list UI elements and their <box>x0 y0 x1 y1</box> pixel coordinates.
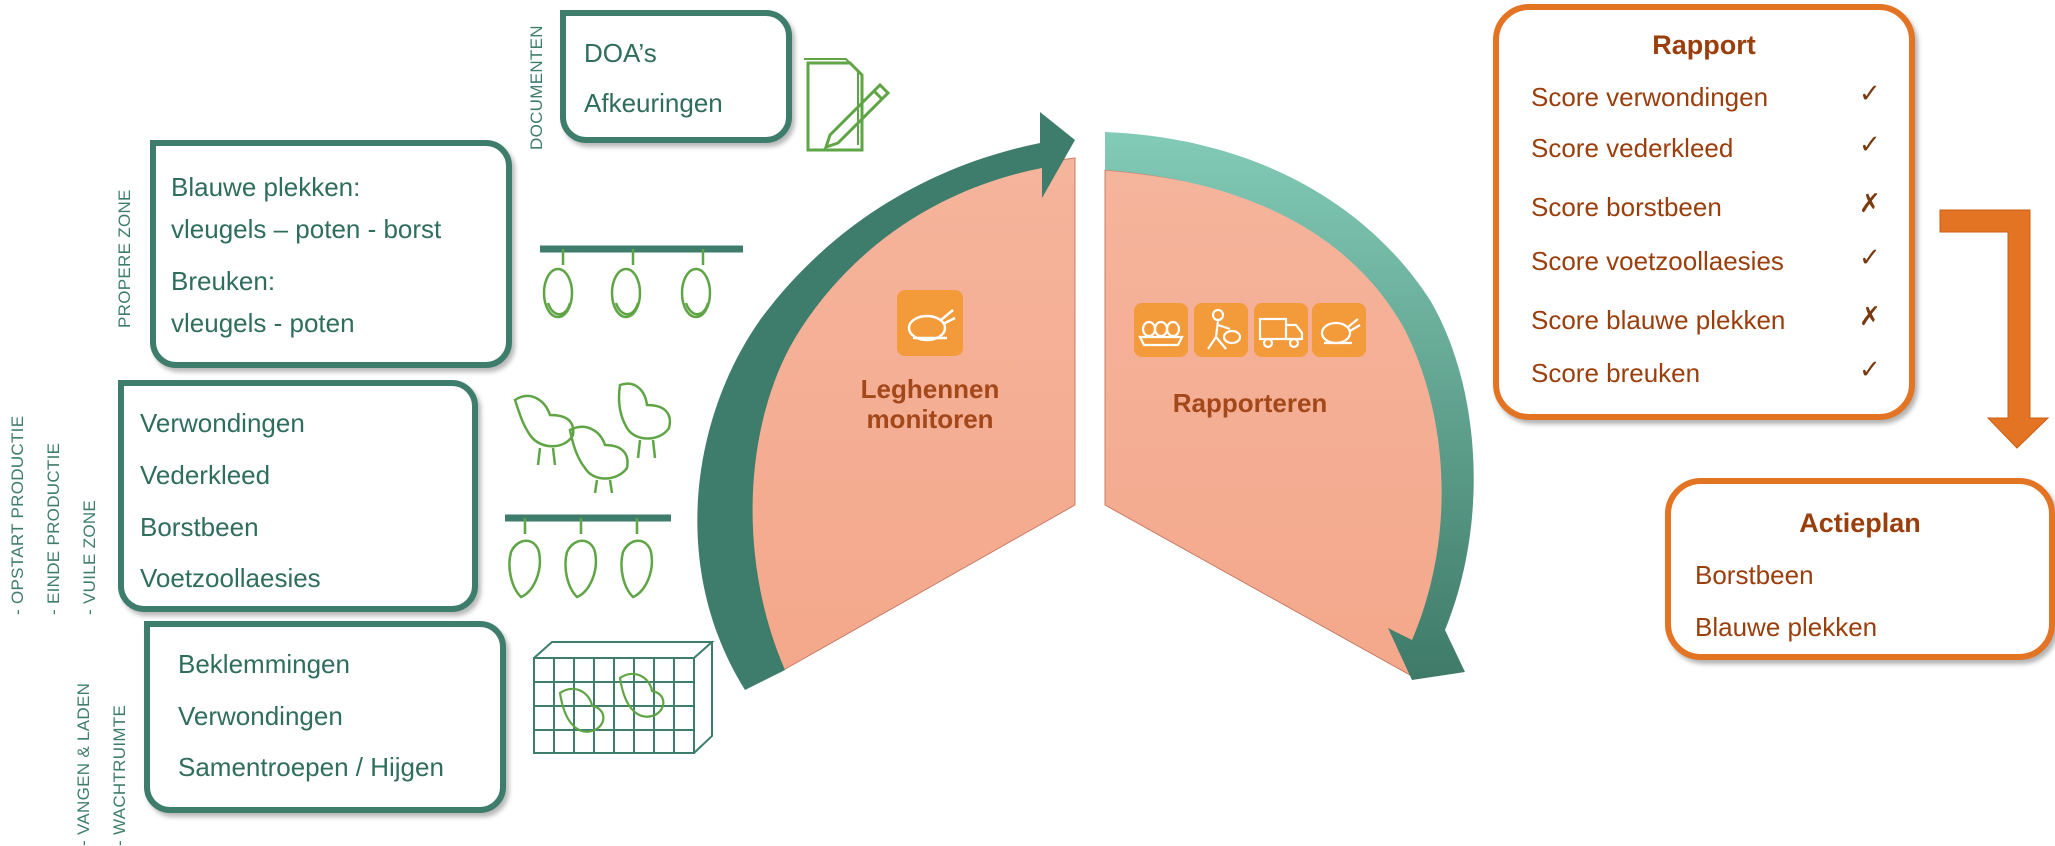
check-icon: ✓ <box>1859 354 1881 384</box>
vuile-zone-box: Verwondingen Vederkleed Borstbeen Voetzo… <box>118 380 478 612</box>
documents-item-doa: DOA’s <box>584 38 657 68</box>
right-wedge <box>1104 169 1469 676</box>
center-left-label: Leghennen monitoren <box>845 374 1015 434</box>
rapport-to-actieplan-arrow <box>1939 209 2050 449</box>
right-arc-arrow <box>1105 132 1474 680</box>
documents-side-label: DOCUMENTEN <box>527 25 546 150</box>
crate-icon <box>533 641 715 754</box>
cross-icon: ✗ <box>1859 188 1881 218</box>
actieplan-box: Actieplan Borstbeen Blauwe plekken <box>1665 478 2055 660</box>
center-left-label-line-1: Leghennen <box>860 374 1000 404</box>
vuile-zone-side-label-1: - OPSTART PRODUCTIE <box>8 415 27 615</box>
hanging-chicken-icon-2 <box>505 514 671 599</box>
propere-item-blauwe-plekken: Blauwe plekken: <box>171 172 361 202</box>
left-arc-arrow <box>697 112 1075 690</box>
vuile-item-vederkleed: Vederkleed <box>140 460 271 490</box>
propere-item-vleugels-poten-borst: vleugels – poten - borst <box>171 214 442 244</box>
rapport-row-label: Score vederkleed <box>1531 133 1734 163</box>
vuile-item-verwondingen: Verwondingen <box>140 408 305 438</box>
vangen-side-label-1: - VANGEN & LADEN <box>74 682 93 846</box>
chicken-icon <box>513 382 672 494</box>
check-icon: ✓ <box>1859 78 1881 108</box>
rapport-row-label: Score blauwe plekken <box>1531 305 1786 335</box>
eggs-icon <box>1134 303 1188 357</box>
documents-item-afkeuringen: Afkeuringen <box>584 88 723 118</box>
vangen-item-beklemmingen: Beklemmingen <box>178 649 350 679</box>
vangen-item-samentroepen: Samentroepen / Hijgen <box>178 752 444 782</box>
propere-zone-side-label: PROPERE ZONE <box>115 189 134 328</box>
hanging-chicken-icon <box>540 245 743 319</box>
check-icon: ✓ <box>1859 242 1881 272</box>
center-right-label: Rapporteren <box>1172 388 1328 418</box>
rapport-row-label: Score breuken <box>1531 358 1701 388</box>
vuile-item-voetzoollaesies: Voetzoollaesies <box>140 563 321 593</box>
roast-chicken-icon <box>897 290 963 356</box>
vangen-item-verwondingen: Verwondingen <box>178 701 343 731</box>
center-left-label-line-2: monitoren <box>866 404 994 434</box>
vangen-side-label-2: - WACHTRUIMTE <box>110 704 129 846</box>
check-icon: ✓ <box>1859 129 1881 159</box>
propere-item-vleugels-poten: vleugels - poten <box>171 308 355 338</box>
actieplan-item-blauwe-plekken: Blauwe plekken <box>1695 612 1878 642</box>
cross-icon: ✗ <box>1859 301 1881 331</box>
catcher-icon <box>1194 303 1248 357</box>
vuile-item-borstbeen: Borstbeen <box>140 512 259 542</box>
rapport-row-label: Score verwondingen <box>1531 82 1769 112</box>
vuile-zone-side-label-3: - VUILE ZONE <box>80 499 99 615</box>
propere-zone-box: Blauwe plekken: vleugels – poten - borst… <box>150 140 512 368</box>
roast-chicken-icon-2 <box>1312 303 1366 357</box>
vangen-box: Beklemmingen Verwondingen Samentroepen /… <box>144 621 506 813</box>
rapport-box: Rapport Score verwondingen ✓ Score veder… <box>1493 4 1915 420</box>
actieplan-title: Actieplan <box>1799 508 1921 538</box>
rapport-title: Rapport <box>1652 30 1756 60</box>
propere-item-breuken: Breuken: <box>171 266 276 296</box>
documents-box: DOA’s Afkeuringen <box>560 10 792 143</box>
rapport-row-label: Score borstbeen <box>1531 192 1722 222</box>
vuile-zone-side-label-2: - EINDE PRODUCTIE <box>44 442 63 615</box>
truck-icon <box>1254 303 1308 357</box>
document-pencil-icon <box>804 58 891 152</box>
actieplan-item-borstbeen: Borstbeen <box>1695 560 1814 590</box>
rapport-row-label: Score voetzoollaesies <box>1531 246 1784 276</box>
